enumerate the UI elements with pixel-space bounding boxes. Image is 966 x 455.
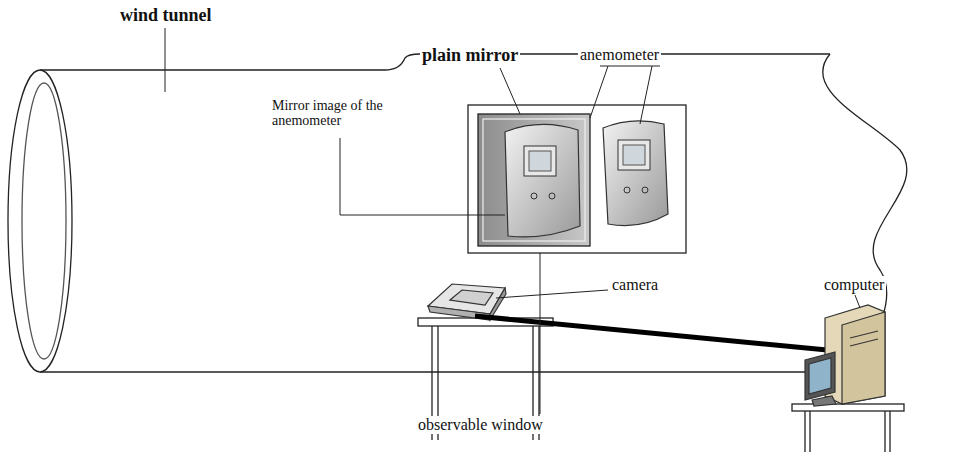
part-label: plain mirror: [420, 46, 520, 66]
leader-lines: [165, 28, 860, 414]
camera: [428, 284, 506, 320]
part-label: observable window: [416, 416, 545, 434]
computer-table: [792, 404, 904, 452]
part-label: computer: [822, 276, 886, 294]
part-label: wind tunnel: [118, 6, 214, 26]
part-label: camera: [610, 276, 660, 294]
anemometer-image: [505, 124, 580, 236]
observable-window: [468, 105, 686, 253]
plain-mirror: [478, 114, 590, 246]
computer: [805, 305, 885, 406]
anemometer: [603, 121, 668, 226]
part-label: anemometer: [578, 46, 661, 64]
part-label: Mirror image of the anemometer: [270, 98, 414, 129]
cable: [475, 316, 848, 352]
wind-tunnel: [8, 54, 907, 372]
